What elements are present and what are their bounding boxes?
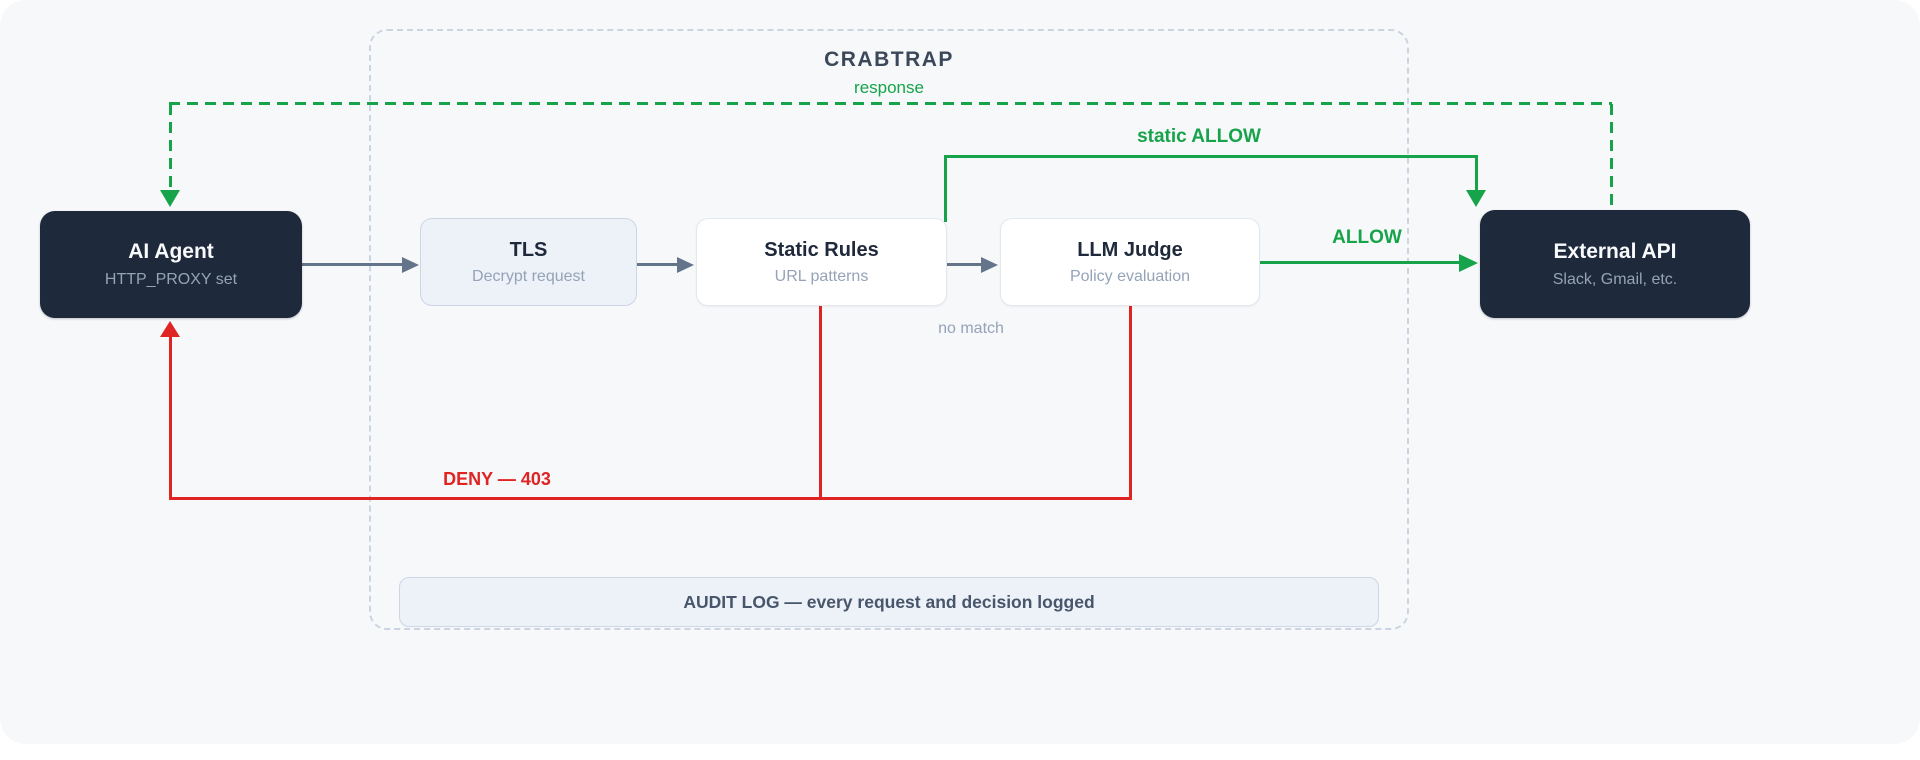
static-allow-segment-up bbox=[944, 156, 947, 222]
node-llm-judge: LLM Judge Policy evaluation bbox=[1000, 218, 1260, 306]
node-ai-agent: AI Agent HTTP_PROXY set bbox=[40, 211, 302, 318]
node-ai-agent-title: AI Agent bbox=[128, 240, 214, 263]
static-allow-segment-across bbox=[944, 155, 1478, 158]
deny-arrowhead-icon bbox=[160, 321, 180, 337]
node-llm-judge-title: LLM Judge bbox=[1077, 238, 1183, 261]
static-allow-arrowhead-icon bbox=[1466, 190, 1486, 207]
deny-drop-static-rules bbox=[818, 306, 822, 500]
tls-to-rules-arrowhead-icon bbox=[677, 256, 694, 273]
rules-to-judge-line bbox=[947, 263, 982, 266]
node-tls-title: TLS bbox=[509, 238, 548, 261]
node-static-rules-subtitle: URL patterns bbox=[774, 267, 869, 285]
response-edge-segment-top bbox=[169, 102, 1612, 105]
allow-edge-line bbox=[1260, 261, 1460, 264]
audit-log-bar: AUDIT LOG — every request and decision l… bbox=[399, 577, 1379, 627]
rules-to-judge-arrowhead-icon bbox=[981, 256, 998, 273]
deny-return-line bbox=[168, 497, 1132, 500]
node-ai-agent-subtitle: HTTP_PROXY set bbox=[104, 271, 238, 288]
node-external-api-subtitle: Slack, Gmail, etc. bbox=[1552, 270, 1678, 288]
deny-up-line bbox=[168, 334, 172, 500]
response-edge-segment-left bbox=[169, 104, 172, 190]
deny-label: DENY — 403 bbox=[443, 469, 551, 489]
node-llm-judge-subtitle: Policy evaluation bbox=[1069, 267, 1191, 285]
node-tls: TLS Decrypt request bbox=[420, 218, 637, 306]
tls-to-rules-line bbox=[637, 263, 678, 266]
deny-drop-llm-judge bbox=[1128, 306, 1132, 500]
response-arrowhead-icon bbox=[160, 190, 180, 207]
static-allow-label: static ALLOW bbox=[1137, 126, 1261, 147]
no-match-label: no match bbox=[938, 320, 1004, 337]
agent-to-tls-line bbox=[302, 263, 403, 266]
response-edge-label: response bbox=[854, 78, 924, 97]
node-external-api-title: External API bbox=[1553, 239, 1677, 263]
allow-label: ALLOW bbox=[1332, 227, 1402, 248]
agent-to-tls-arrowhead-icon bbox=[402, 256, 419, 273]
allow-arrowhead-icon bbox=[1459, 253, 1478, 272]
crabtrap-container-border bbox=[369, 29, 1409, 630]
response-edge-segment-right bbox=[1610, 104, 1613, 210]
crabtrap-title: CRABTRAP bbox=[824, 48, 954, 71]
node-external-api: External API Slack, Gmail, etc. bbox=[1480, 210, 1750, 318]
node-static-rules: Static Rules URL patterns bbox=[696, 218, 947, 306]
node-static-rules-title: Static Rules bbox=[764, 238, 879, 261]
node-tls-subtitle: Decrypt request bbox=[472, 267, 585, 285]
static-allow-segment-down bbox=[1475, 155, 1478, 191]
